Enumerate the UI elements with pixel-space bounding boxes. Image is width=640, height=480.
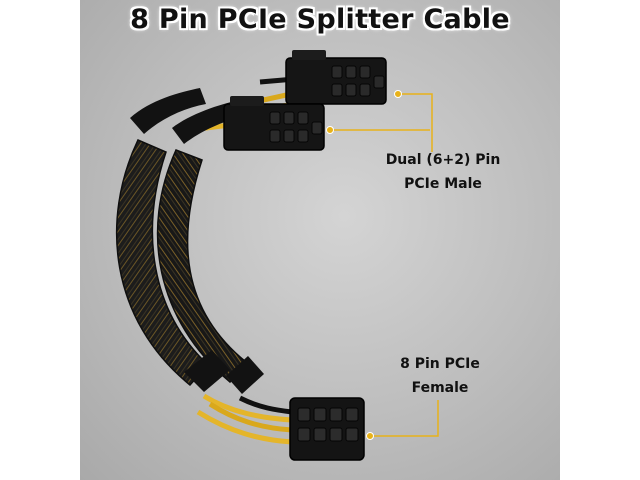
heat-shrink-bottom-left: [184, 350, 230, 392]
callout-dot-male-rear: [394, 90, 402, 98]
heat-shrink-top-left: [130, 88, 206, 134]
label-pcie-female: 8 Pin PCIe Female: [380, 352, 500, 400]
pcie-female-connector: [289, 397, 365, 461]
pcie-splitter-cable-illustration: [115, 50, 439, 461]
callout-male: [330, 93, 433, 152]
wire-bundle-bottom: [196, 393, 293, 445]
product-image-panel: 8 Pin PCIe Splitter Cable: [80, 0, 560, 480]
product-title: 8 Pin PCIe Splitter Cable: [130, 4, 510, 35]
label-pcie-male: Dual (6+2) Pin PCIe Male: [368, 148, 518, 196]
label-pcie-female-line1: 8 Pin PCIe: [400, 356, 480, 372]
label-pcie-male-line1: Dual (6+2) Pin: [385, 152, 501, 168]
braided-sleeve-left: [115, 139, 210, 387]
label-pcie-female-line2: Female: [411, 380, 469, 396]
label-pcie-male-line2: PCIe Male: [404, 176, 482, 192]
heat-shrink-bottom-right: [226, 356, 264, 394]
callout-dot-female: [366, 432, 374, 440]
callout-female: [370, 400, 439, 437]
callout-dot-male-front: [326, 126, 334, 134]
pcie-male-connector-front: [223, 96, 325, 151]
pcie-male-connector-rear: [285, 50, 387, 105]
